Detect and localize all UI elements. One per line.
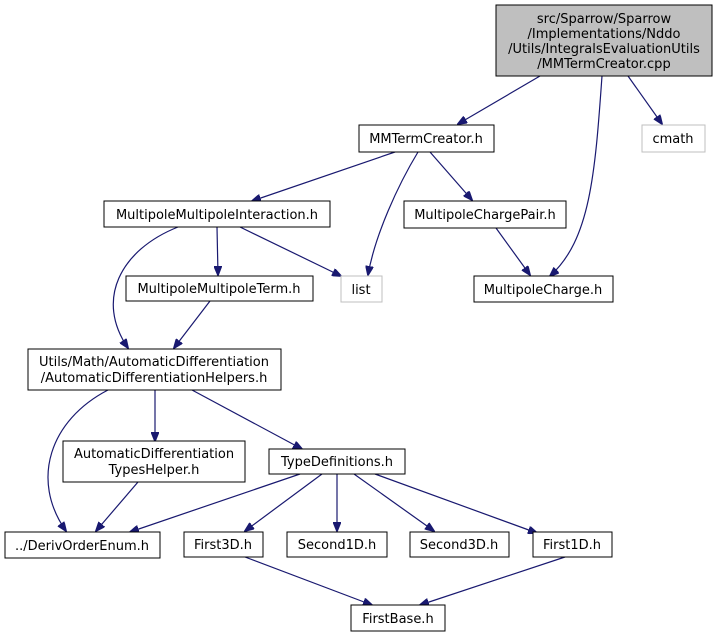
node-adhelpers-line-1: Utils/Math/AutomaticDifferentiation: [39, 355, 269, 370]
node-firstbase-label: FirstBase.h: [362, 612, 433, 627]
node-mpchargepair[interactable]: MultipoleChargePair.h: [403, 200, 567, 229]
node-second1d-label: Second1D.h: [298, 538, 377, 553]
node-adtypeshelper[interactable]: AutomaticDifferentiation TypesHelper.h: [62, 440, 246, 483]
node-list-label: list: [351, 283, 370, 298]
node-mpmpterm-label: MultipoleMultipoleTerm.h: [137, 282, 300, 297]
node-adhelpers-line-2: /AutomaticDifferentiationHelpers.h: [41, 371, 268, 386]
node-adtypeshelper-line-1: AutomaticDifferentiation: [74, 447, 234, 462]
node-second3d-label: Second3D.h: [420, 538, 499, 553]
node-root-line-1: src/Sparrow/Sparrow: [537, 12, 672, 27]
edge-mpmpterm-adhelpers: [174, 300, 211, 348]
edge-root-mpcharge: [550, 75, 603, 276]
edge-adhelpers-typedefs: [191, 389, 302, 449]
node-mmtermcreator[interactable]: MMTermCreator.h: [358, 124, 495, 153]
edge-root-cmath: [627, 75, 662, 124]
node-typedefs-label: TypeDefinitions.h: [280, 455, 393, 470]
edge-root-mmtermcreator: [458, 75, 541, 124]
node-first3d-label: First3D.h: [194, 538, 252, 553]
node-typedefs[interactable]: TypeDefinitions.h: [268, 448, 406, 475]
edge-mmtermcreator-mpmpinteraction: [252, 151, 396, 201]
node-mpmpinteraction[interactable]: MultipoleMultipoleInteraction.h: [103, 200, 331, 228]
node-root[interactable]: src/Sparrow/Sparrow /Implementations/Ndd…: [495, 4, 713, 77]
node-adhelpers[interactable]: Utils/Math/AutomaticDifferentiation /Aut…: [27, 348, 282, 391]
edge-typedefs-first3d: [245, 473, 323, 531]
node-derivorderenum-label: ../DerivOrderEnum.h: [15, 539, 149, 554]
node-adtypeshelper-line-2: TypesHelper.h: [108, 463, 200, 478]
node-derivorderenum[interactable]: ../DerivOrderEnum.h: [4, 531, 161, 559]
node-cmath-label: cmath: [652, 132, 693, 147]
node-root-line-2: /Implementations/Nddo: [528, 27, 681, 42]
edge-adtypeshelper-derivorderenum: [96, 481, 139, 531]
node-first3d[interactable]: First3D.h: [183, 531, 264, 558]
edge-first3d-firstbase: [244, 556, 372, 605]
node-mpchargepair-label: MultipoleChargePair.h: [414, 208, 556, 223]
node-mpcharge[interactable]: MultipoleCharge.h: [473, 275, 614, 303]
edge-mpchargepair-mpcharge: [495, 227, 530, 275]
edge-first1d-firstbase: [420, 556, 566, 605]
edge-mmtermcreator-list: [368, 151, 419, 275]
node-root-line-3: /Utils/IntegralsEvaluationUtils: [508, 42, 700, 57]
node-cmath[interactable]: cmath: [641, 124, 706, 153]
node-firstbase[interactable]: FirstBase.h: [350, 604, 446, 632]
edge-mpmpinteraction-list: [239, 226, 341, 276]
edge-typedefs-derivorderenum: [130, 473, 301, 532]
edge-adhelpers-derivorderenum: [47, 389, 109, 531]
node-second1d[interactable]: Second1D.h: [286, 531, 388, 558]
node-mpcharge-label: MultipoleCharge.h: [484, 283, 603, 298]
node-first1d-label: First1D.h: [543, 538, 601, 553]
node-mpmpterm[interactable]: MultipoleMultipoleTerm.h: [125, 275, 314, 302]
node-list[interactable]: list: [340, 275, 383, 303]
node-mmtermcreator-label: MMTermCreator.h: [369, 132, 483, 147]
node-first1d[interactable]: First1D.h: [532, 531, 613, 558]
edges: [47, 75, 662, 605]
edge-mpmpinteraction-mpmpterm: [217, 226, 218, 275]
edge-typedefs-second3d: [353, 473, 434, 531]
node-root-line-4: /MMTermCreator.cpp: [537, 57, 670, 72]
node-mpmpinteraction-label: MultipoleMultipoleInteraction.h: [116, 208, 318, 223]
edge-typedefs-first1d: [374, 473, 537, 533]
edge-mmtermcreator-mpchargepair: [429, 151, 472, 200]
edge-mpmpinteraction-adhelpers: [112, 226, 179, 348]
node-second3d[interactable]: Second3D.h: [409, 531, 510, 558]
